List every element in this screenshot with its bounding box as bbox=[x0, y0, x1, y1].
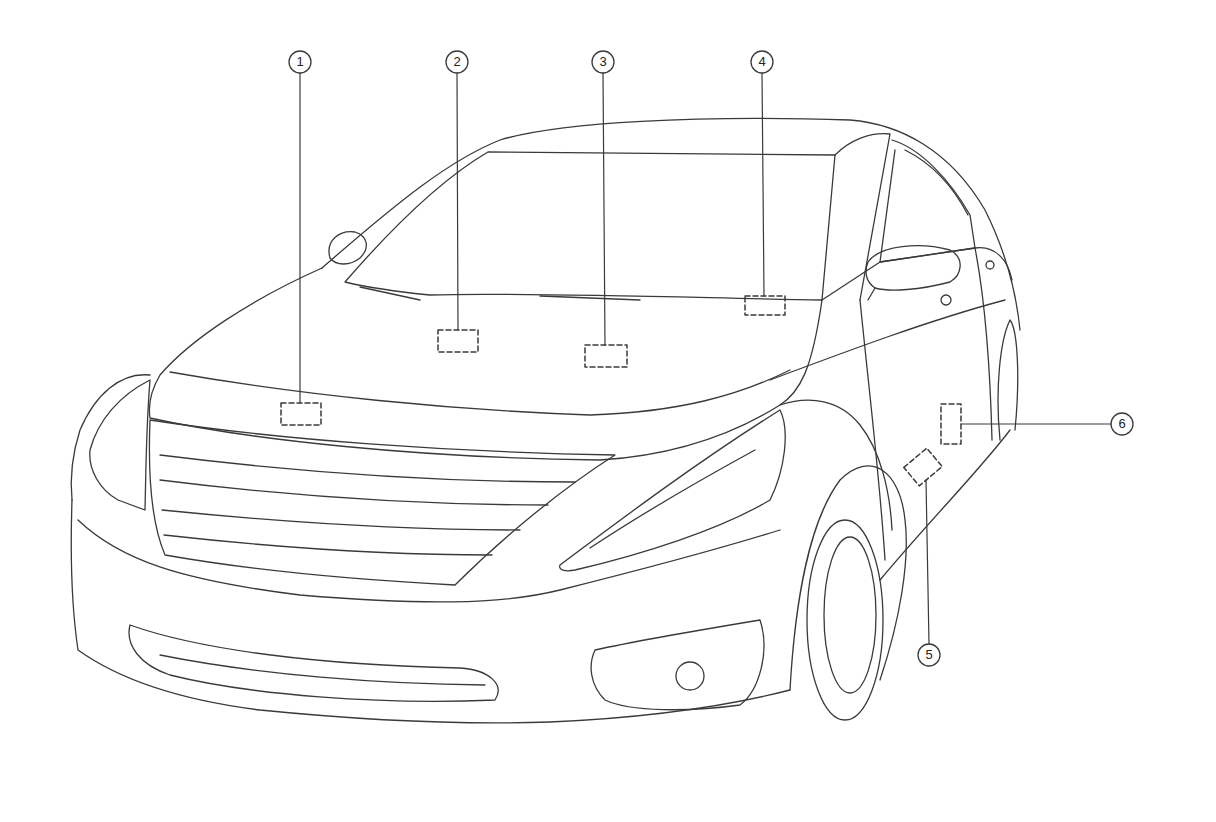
leader-line bbox=[603, 73, 605, 345]
callout-circle bbox=[289, 51, 311, 73]
roof-line bbox=[322, 118, 1020, 330]
label-location bbox=[438, 330, 478, 352]
callout-number: 4 bbox=[754, 55, 770, 69]
leader-line bbox=[961, 423, 1111, 424]
a-pillar bbox=[835, 134, 890, 300]
side-crease bbox=[770, 300, 1005, 380]
label-location bbox=[904, 448, 942, 486]
fog-light bbox=[676, 662, 704, 690]
grille bbox=[149, 420, 615, 585]
lower-grille bbox=[129, 625, 498, 701]
side-sill bbox=[880, 430, 1010, 580]
left-fender bbox=[71, 375, 150, 500]
door-handle bbox=[941, 295, 951, 305]
callout-number: 2 bbox=[449, 55, 465, 69]
front-tire bbox=[807, 520, 883, 720]
side-window bbox=[880, 140, 975, 262]
callout-circle bbox=[918, 644, 940, 666]
label-location bbox=[745, 296, 785, 315]
label-location bbox=[941, 404, 961, 444]
side-window-rear bbox=[905, 150, 968, 215]
grille-slat bbox=[160, 480, 548, 505]
callout-circle bbox=[592, 51, 614, 73]
right-headlight bbox=[560, 410, 786, 571]
callout-circle bbox=[751, 51, 773, 73]
windshield bbox=[345, 152, 835, 300]
hood-crease bbox=[170, 370, 790, 415]
wiper bbox=[360, 287, 640, 300]
front-bumper bbox=[71, 500, 790, 723]
grille-slat bbox=[162, 510, 520, 530]
callout-number: 1 bbox=[292, 55, 308, 69]
mirror-arm bbox=[868, 288, 875, 300]
callout-number: 3 bbox=[595, 55, 611, 69]
fog-light-housing bbox=[591, 620, 764, 710]
front-wheel bbox=[824, 537, 876, 693]
headlight-inner bbox=[590, 450, 755, 548]
label-location bbox=[281, 403, 321, 425]
grille-slat bbox=[164, 535, 492, 555]
bumper-line bbox=[78, 520, 780, 602]
door-handle bbox=[986, 261, 994, 269]
leader-line bbox=[457, 73, 458, 330]
label-location bbox=[585, 345, 627, 367]
wheel-arch bbox=[790, 466, 906, 690]
right-fender bbox=[780, 400, 892, 530]
rear-wheel-arch bbox=[998, 320, 1018, 440]
leader-line bbox=[926, 480, 929, 644]
leader-line bbox=[299, 73, 300, 403]
callout-number: 5 bbox=[921, 648, 937, 662]
hood bbox=[149, 268, 822, 460]
callout-number: 6 bbox=[1114, 417, 1130, 431]
callout-circle bbox=[446, 51, 468, 73]
left-mirror bbox=[329, 232, 366, 264]
rear-door bbox=[975, 248, 992, 440]
leader-line bbox=[762, 73, 764, 296]
side-beltline bbox=[822, 248, 1012, 300]
grille-slat bbox=[160, 455, 575, 482]
callout-circle bbox=[1111, 413, 1133, 435]
lower-grille-bar bbox=[160, 655, 485, 685]
